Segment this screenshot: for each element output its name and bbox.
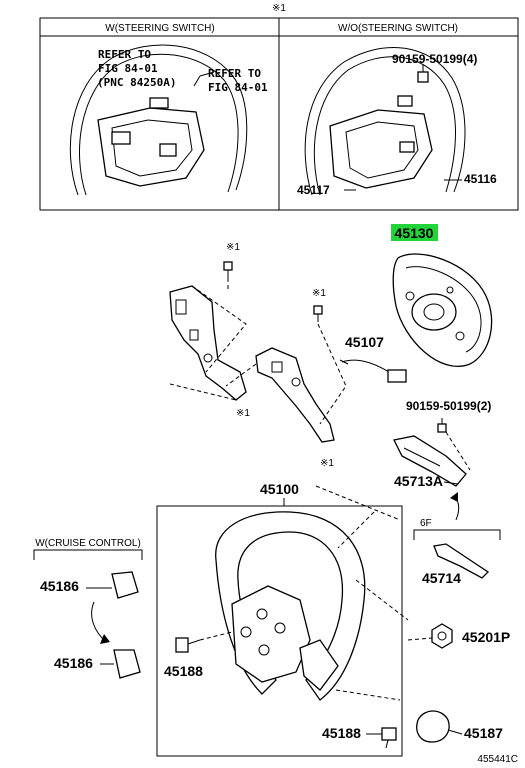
- box-45100: [156, 505, 403, 757]
- label-45188-right[interactable]: 45188: [322, 725, 361, 741]
- label-90159-50199-2: 90159-50199(2): [406, 399, 491, 413]
- part-switch-bracket-left[interactable]: [169, 285, 247, 401]
- label-45107[interactable]: 45107: [345, 334, 384, 350]
- label-45117: 45117: [297, 183, 330, 197]
- screw-top-left: [223, 261, 233, 278]
- part-45188-screw-right[interactable]: [381, 727, 397, 749]
- label-45188-left[interactable]: 45188: [164, 663, 203, 679]
- label-6f: 6F: [420, 518, 432, 529]
- inset-note-mark: ※1: [272, 3, 286, 14]
- inset-left-refer-note: REFER TO FIG 84-01 (PNC 84250A) REFER TO…: [97, 48, 268, 94]
- label-45713a[interactable]: 45713A: [394, 473, 443, 489]
- highlight-45130: [391, 224, 438, 241]
- svg-text:REFER TO: REFER TO: [98, 48, 151, 61]
- part-45188-screw-left[interactable]: [175, 637, 201, 653]
- inset-right-title: W/O(STEERING SWITCH): [338, 23, 458, 34]
- part-45713a-cover[interactable]: [393, 435, 467, 487]
- mark-1b: ※1: [236, 408, 250, 419]
- part-45130-airbag-pad[interactable]: [392, 253, 493, 367]
- label-45116: 45116: [464, 172, 497, 186]
- inset-box: ※1 W(STEERING SWITCH) W/O(STEERING SWITC…: [39, 3, 519, 211]
- part-45187-cap[interactable]: [416, 710, 450, 743]
- bolt-90159-50199-2: [437, 418, 447, 433]
- screw-mid: [313, 305, 323, 322]
- svg-text:FIG 84-01: FIG 84-01: [98, 62, 158, 75]
- diagram-code: 455441C: [477, 754, 518, 765]
- inset-wheel-with-switch: [69, 44, 248, 196]
- part-45186-switch-bottom[interactable]: [113, 649, 141, 679]
- inset-wheel-without-switch: [304, 46, 466, 196]
- label-45100[interactable]: 45100: [260, 481, 299, 497]
- label-45130[interactable]: 45130: [395, 225, 434, 241]
- label-45186-top[interactable]: 45186: [40, 578, 79, 594]
- label-45187[interactable]: 45187: [464, 725, 503, 741]
- mark-1d: ※1: [320, 458, 334, 469]
- label-90159-50199-4: 90159-50199(4): [392, 52, 477, 66]
- mark-1a: ※1: [226, 242, 240, 253]
- inset-left-title: W(STEERING SWITCH): [105, 23, 214, 34]
- part-45107-harness[interactable]: [339, 359, 407, 383]
- svg-text:REFER TO: REFER TO: [208, 67, 261, 80]
- label-45186-bottom[interactable]: 45186: [54, 655, 93, 671]
- label-45201p[interactable]: 45201P: [462, 629, 510, 645]
- part-45100-steering-wheel[interactable]: [215, 511, 366, 701]
- mark-1c: ※1: [312, 288, 326, 299]
- label-45714[interactable]: 45714: [422, 570, 461, 586]
- part-switch-bracket-right[interactable]: [255, 347, 335, 443]
- part-45714-bracket[interactable]: [433, 543, 490, 579]
- part-45186-switch-top[interactable]: [111, 571, 139, 599]
- svg-text:FIG 84-01: FIG 84-01: [208, 81, 268, 94]
- svg-text:(PNC 84250A): (PNC 84250A): [97, 76, 176, 89]
- part-45201p-nut[interactable]: [431, 623, 453, 649]
- label-cruise-control: W(CRUISE CONTROL): [35, 538, 141, 549]
